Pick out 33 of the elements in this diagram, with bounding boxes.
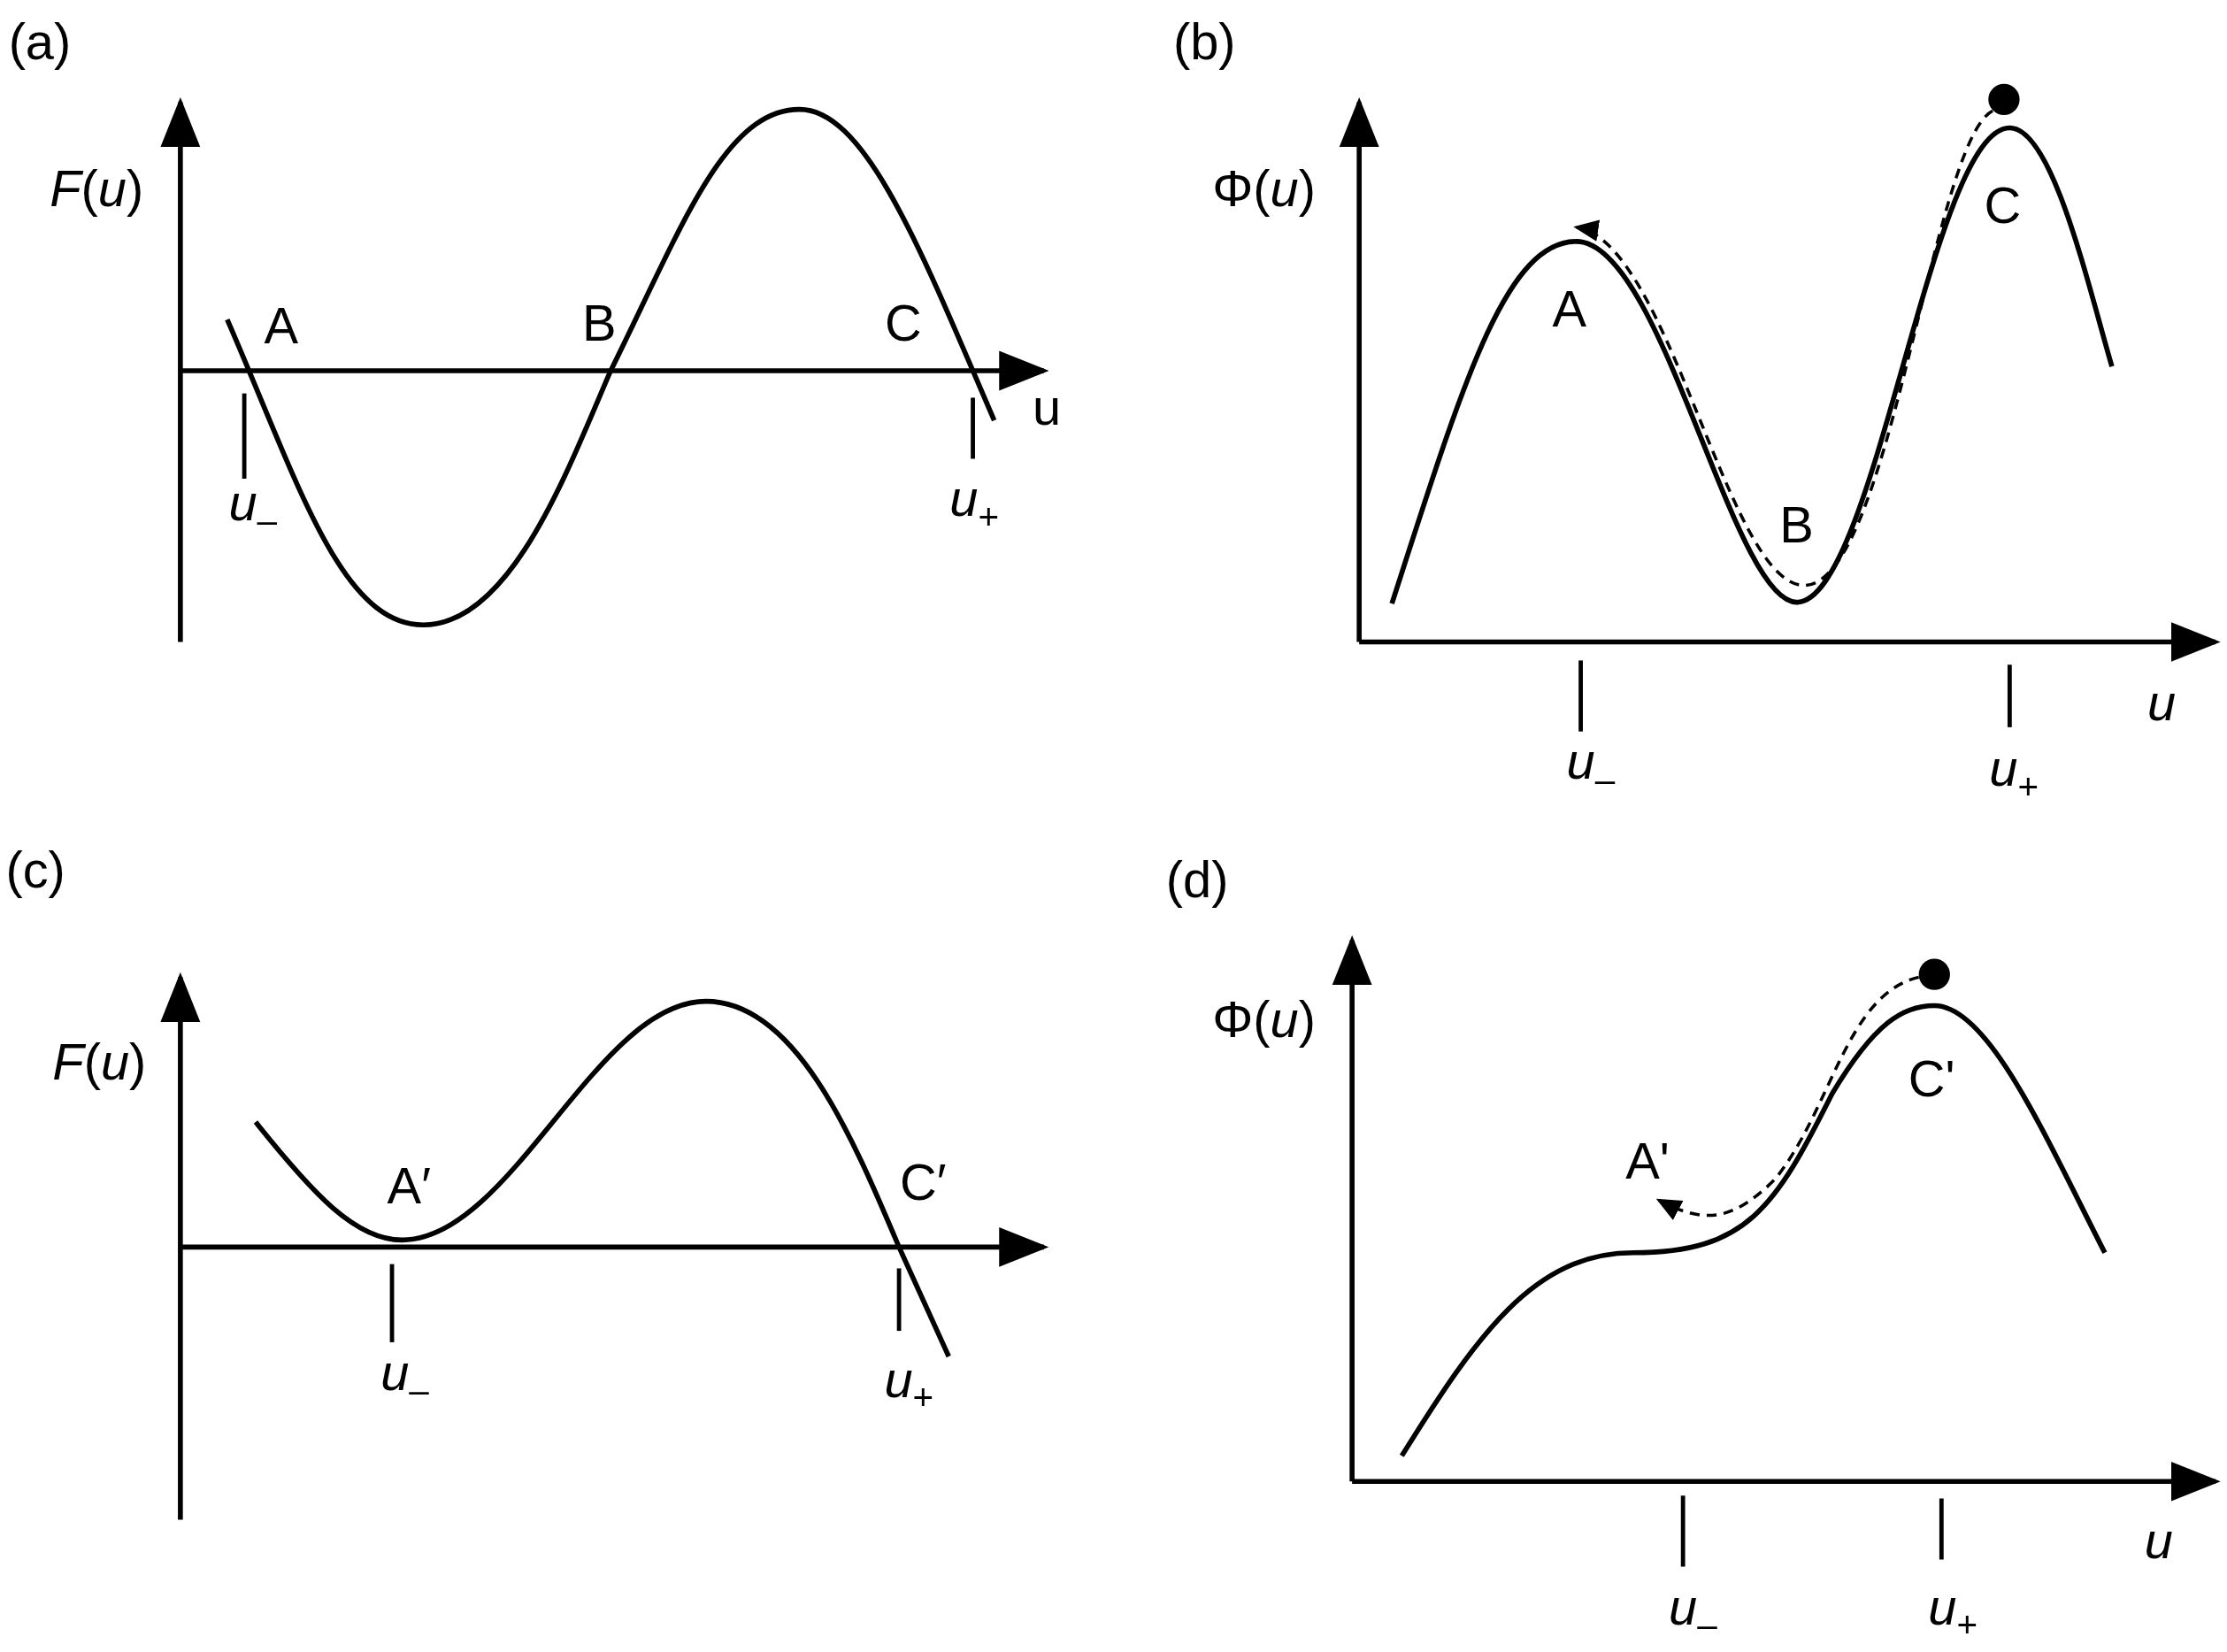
point-label: A′: [387, 1160, 431, 1212]
axis-label: Φ(u): [1212, 994, 1316, 1046]
tick-label: u$_{+}$: [949, 473, 1000, 535]
point-label: C': [1908, 1054, 1955, 1105]
panel-label: (b): [1172, 17, 1236, 69]
panel-label: (a): [8, 17, 72, 69]
panel-label: (c): [5, 845, 65, 896]
ball: [1988, 83, 2020, 115]
tick-label: u$_{–}$: [380, 1347, 429, 1409]
panel-label: (d): [1165, 855, 1229, 907]
point-label: C: [885, 298, 922, 350]
axis-label: F(u): [50, 163, 144, 215]
axis-label: Φ(u): [1212, 163, 1316, 215]
dashed-arrow: [1655, 975, 1920, 1220]
point-label: B: [1779, 500, 1814, 551]
point-label: B: [582, 298, 617, 350]
ball: [1918, 958, 1950, 990]
point-label: C′: [900, 1157, 947, 1210]
axis-label: u: [2144, 1515, 2173, 1567]
point-label: C: [1984, 180, 2022, 232]
tick-label: u$_{+}$: [1989, 743, 2039, 805]
point-label: A': [1625, 1136, 1670, 1187]
tick-label: u$_{–}$: [1566, 736, 1616, 798]
tick-label: u$_{+}$: [884, 1354, 934, 1416]
axis-label: F(u): [52, 1036, 147, 1088]
axis-label: u: [1032, 381, 1062, 434]
point-label: A: [264, 301, 299, 353]
point-label: A: [1552, 284, 1586, 335]
tick-label: u$_{–}$: [228, 478, 278, 540]
axis-label: u: [2147, 677, 2177, 729]
tick-label: u$_{–}$: [1669, 1581, 1717, 1643]
tick-label: u$_{+}$: [1928, 1581, 1978, 1643]
dashed-arrow: [1573, 110, 1994, 588]
